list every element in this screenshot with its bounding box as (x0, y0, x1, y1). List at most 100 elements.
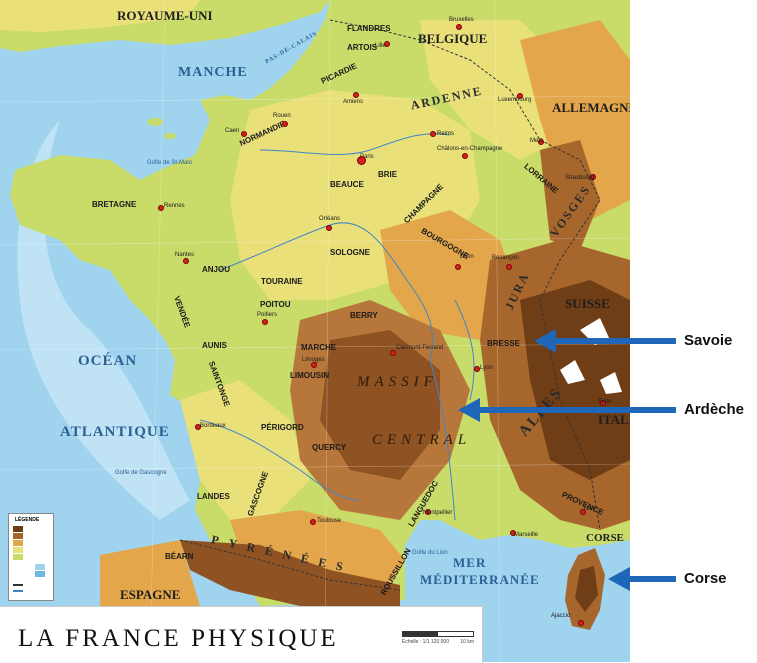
region-label-bresse: BRESSE (487, 339, 520, 348)
region-label-bearn: BÉARN (165, 552, 194, 561)
region-label-limousin: LIMOUSIN (290, 371, 330, 380)
city-dot (590, 174, 596, 180)
city-dot (580, 509, 586, 515)
legend-swatch (35, 564, 45, 570)
city-label-luxembourg: Luxembourg (498, 97, 532, 103)
city-dot (538, 139, 544, 145)
city-label-lyon: Lyon (480, 365, 493, 371)
city-label-limoges: Limoges (302, 357, 325, 363)
city-dot (158, 205, 164, 211)
city-dot (510, 530, 516, 536)
legend-swatch (13, 547, 23, 553)
legend-title: LÉGENDE (15, 517, 40, 523)
physical-map-of-france: MANCHE PAS-DE-CALAIS OCÉAN ATLANTIQUE ME… (0, 0, 630, 662)
city-dot (506, 264, 512, 270)
region-label-marche: MARCHE (301, 343, 337, 352)
city-label-chalons: Châlons-en-Champagne (437, 146, 503, 152)
city-dot (390, 350, 396, 356)
region-label-beauce: BEAUCE (330, 180, 364, 189)
annotation-label-ardeche: Ardèche (684, 401, 745, 418)
region-label-berry: BERRY (350, 311, 378, 320)
city-label-poitiers: Poitiers (257, 312, 278, 318)
city-label-lille: Lille (375, 43, 386, 49)
annotation-label-savoie: Savoie (684, 332, 733, 349)
region-label-massif: MASSIF (357, 374, 438, 390)
city-label-toulouse: Toulouse (317, 518, 342, 524)
city-dot (474, 366, 480, 372)
city-label-caen: Caen (225, 128, 240, 134)
scale-text: Échelle : 1/1 120 000 (402, 639, 449, 645)
city-dot (384, 41, 390, 47)
gulf-label-gascogne: Golfe de Gascogne (115, 470, 167, 476)
city-label-nantes: Nantes (175, 252, 195, 258)
city-dot (195, 424, 201, 430)
sea-label-ocean: OCÉAN (78, 353, 138, 369)
city-dot (326, 225, 332, 231)
city-dot (241, 131, 247, 137)
legend-swatch (13, 533, 23, 539)
title-box: LA FRANCE PHYSIQUE Échelle : 1/1 120 000… (0, 606, 483, 663)
city-label-nice: Nice (584, 506, 597, 512)
city-dot (455, 264, 461, 270)
city-label-strasbourg: Strasbourg (565, 175, 595, 181)
gulf-label-lion: Golfe du Lion (412, 550, 448, 556)
city-dot (357, 156, 366, 165)
legend-swatch (35, 571, 45, 577)
country-label-royaume-uni: ROYAUME-UNI (117, 8, 213, 23)
country-label-espagne: ESPAGNE (120, 587, 181, 602)
city-label-dijon: Dijon (460, 254, 474, 260)
legend-line (13, 590, 23, 592)
country-label-belgique: BELGIQUE (418, 31, 488, 46)
city-label-marseille: Marseille (514, 532, 539, 538)
city-dot (310, 519, 316, 525)
region-label-landes: LANDES (197, 492, 230, 501)
city-dot (262, 319, 268, 325)
city-dot (311, 362, 317, 368)
region-label-artois: ARTOIS (347, 43, 378, 52)
region-label-aunis: AUNIS (202, 341, 227, 350)
region-label-flandres: FLANDRES (347, 24, 391, 33)
legend-swatch (13, 540, 23, 546)
sea-label-atlantique: ATLANTIQUE (60, 424, 170, 440)
sea-label-manche: MANCHE (178, 65, 248, 80)
map-title: LA FRANCE PHYSIQUE (18, 625, 339, 652)
city-label-montpellier: Montpellier (423, 510, 453, 516)
region-label-perigord: PÉRIGORD (261, 423, 304, 432)
gulf-label-st-malo: Golfe de St-Malo (147, 160, 193, 166)
scale-bar: Échelle : 1/1 120 000 10 km (402, 631, 474, 645)
city-dot (183, 258, 189, 264)
city-dot (462, 153, 468, 159)
country-label-allemagne: ALLEMAGNE (552, 100, 630, 115)
city-label-amiens: Amiens (343, 99, 364, 105)
terrain-layer (0, 0, 630, 662)
scale-end-label: 10 km (460, 639, 474, 645)
city-label-bruxelles: Bruxelles (449, 17, 474, 23)
region-label-anjou: ANJOU (202, 265, 231, 274)
city-dot (578, 620, 584, 626)
annotation-label-corse: Corse (684, 570, 727, 587)
region-label-sologne: SOLOGNE (330, 248, 371, 257)
city-dot (600, 400, 606, 406)
city-label-turin: Turin (598, 399, 612, 405)
region-label-bretagne: BRETAGNE (92, 200, 137, 209)
region-label-poitou: POITOU (260, 300, 291, 309)
city-label-besancon: Besançon (492, 255, 519, 261)
sea-label-mer: MER (453, 555, 487, 570)
region-label-touraine: TOURAINE (261, 277, 303, 286)
legend-line (13, 584, 23, 586)
city-label-rouen: Rouen (273, 113, 291, 119)
city-dot (425, 509, 431, 515)
legend-swatch (13, 526, 23, 532)
region-label-quercy: QUERCY (312, 443, 347, 452)
city-label-ajaccio: Ajaccio (551, 613, 571, 619)
city-label-reims: Reims (437, 131, 455, 137)
city-label-orleans: Orléans (319, 216, 341, 222)
city-label-metz: Metz (530, 138, 544, 144)
region-label-brie: BRIE (378, 170, 398, 179)
map-legend: LÉGENDE (8, 513, 54, 601)
region-label-central: CENTRAL (372, 432, 472, 448)
city-label-clermont: Clermont-Ferrand (396, 345, 444, 351)
city-dot (282, 121, 288, 127)
city-label-paris: Paris (360, 154, 374, 160)
city-dot (353, 92, 359, 98)
